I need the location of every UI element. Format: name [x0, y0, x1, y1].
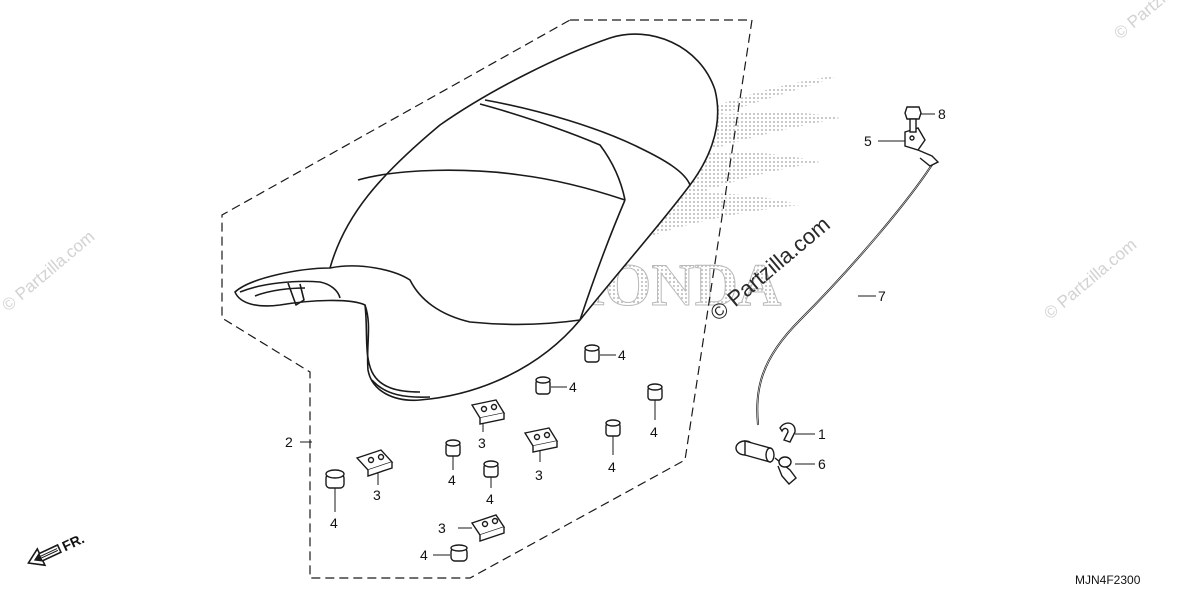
front-direction-label: FR.: [59, 530, 86, 554]
cushion-4g: [325, 469, 345, 489]
stopper-3a: [470, 399, 506, 425]
callout-6: 6: [818, 456, 826, 472]
cushion-4f: [483, 460, 499, 478]
bolt-8: [904, 106, 922, 133]
callout-labels: 2 4 4 4 3 3 3 4 4 4 4 3 4 5 8 7 1 6: [285, 106, 946, 563]
watermark-left: © Partzilla.com: [0, 227, 98, 315]
callout-4a: 4: [618, 347, 626, 363]
seat: [234, 33, 719, 402]
seat-lock-assembly: [735, 106, 940, 485]
cushion-4d: [445, 439, 461, 457]
cable-bracket: [904, 127, 940, 167]
watermark-right: © Partzilla.com: [1040, 235, 1140, 323]
callout-4g: 4: [330, 515, 338, 531]
seat-lock-cable: [756, 159, 936, 426]
lock-cylinder-6: [735, 440, 797, 485]
callout-4h: 4: [420, 547, 428, 563]
callout-4d: 4: [448, 472, 456, 488]
callout-5: 5: [864, 133, 872, 149]
cushion-4a: [584, 344, 600, 363]
stopper-3b: [523, 427, 559, 453]
callout-4c: 4: [650, 424, 658, 440]
cushion-4h: [450, 544, 468, 562]
front-direction-arrow: FR.: [27, 530, 87, 567]
callout-2: 2: [285, 434, 293, 450]
callout-7: 7: [878, 288, 886, 304]
callout-3b: 3: [535, 467, 543, 483]
rubber-cushions: [325, 344, 663, 562]
callout-1: 1: [818, 426, 826, 442]
callout-4b: 4: [569, 379, 577, 395]
callout-3a: 3: [478, 435, 486, 451]
seat-assembly-boundary: [221, 19, 753, 579]
callout-4e: 4: [608, 459, 616, 475]
watermark-far-right: © Partzilla.com: [1110, 0, 1200, 43]
callout-4f: 4: [486, 491, 494, 507]
cushion-4b: [535, 376, 551, 395]
stopper-3c: [355, 449, 394, 477]
diagram-code: MJN4F2300: [1075, 573, 1141, 587]
hook-1: [779, 422, 796, 443]
cushion-4c: [647, 383, 663, 401]
seat-stoppers: [355, 399, 559, 542]
callout-3d: 3: [438, 520, 446, 536]
callout-8: 8: [938, 106, 946, 122]
callout-3c: 3: [373, 487, 381, 503]
cushion-4e: [605, 419, 621, 437]
stopper-3d: [470, 514, 506, 542]
